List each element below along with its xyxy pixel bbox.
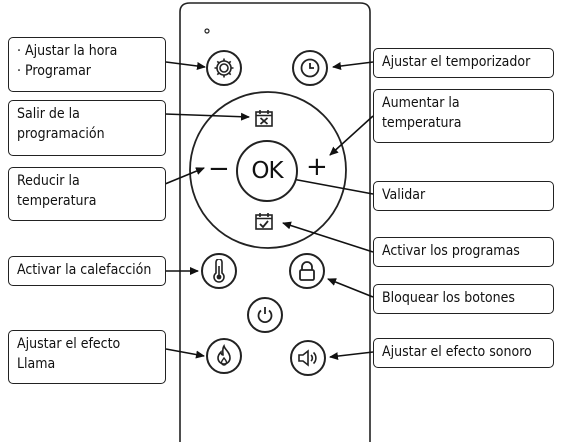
thermometer-icon [213,259,225,283]
heating-button[interactable] [201,253,237,289]
speaker-icon [298,349,317,367]
callout-flame: Ajustar el efecto Llama [8,330,166,384]
callout-temp-up: Aumentar la temperatura [373,89,554,143]
clock-icon [300,58,320,78]
callout-exit-program: Salir de la programación [8,100,166,156]
arrow-validate [286,175,374,195]
calendar-x-icon [255,110,273,127]
arrow-flame [165,348,205,359]
callout-temp-up-line2: temperatura [382,115,462,131]
ok-button[interactable]: OK [236,140,298,202]
lock-icon [299,261,315,281]
calendar-check-icon [255,213,273,230]
callout-settings: · Ajustar la hora · Programar [8,37,166,92]
arrow-temp-up [329,115,374,156]
callout-flame-line2: Llama [17,356,56,372]
callout-temp-down-line1: Reducir la [17,173,80,189]
callout-exit-program-line2: programación [17,126,105,142]
exit-program-button[interactable] [252,106,276,130]
callout-temp-up-line1: Aumentar la [382,95,460,111]
arrow-sound [329,351,374,361]
callout-validate: Validar [373,181,554,211]
power-button[interactable] [247,297,283,333]
flame-button[interactable] [206,338,242,374]
callout-heating: Activar la calefacción [8,256,166,286]
callout-activate-programs: Activar los programas [373,237,554,267]
settings-button[interactable] [206,50,242,86]
callout-flame-line1: Ajustar el efecto [17,336,121,352]
callout-settings-line1: · Ajustar la hora [17,43,118,59]
arrow-settings [165,61,206,70]
callout-timer-text: Ajustar el temporizador [382,54,531,70]
indicator-light [204,28,210,34]
power-icon [257,307,273,324]
arrow-lock [327,278,374,298]
arrow-timer [332,61,374,70]
temp-down-button[interactable]: − [208,154,230,184]
activate-programs-button[interactable] [252,209,276,233]
callout-activate-programs-text: Activar los programas [382,243,520,259]
callout-exit-program-line1: Salir de la [17,106,80,122]
callout-lock: Bloquear los botones [373,284,554,314]
timer-button[interactable] [292,50,328,86]
callout-temp-down-line2: temperatura [17,193,97,209]
callout-lock-text: Bloquear los botones [382,290,515,306]
arrow-temp-down [164,167,205,185]
arrow-exit-program [164,112,250,121]
sound-button[interactable] [290,340,326,376]
callout-heating-text: Activar la calefacción [17,262,152,278]
callout-temp-down: Reducir la temperatura [8,167,166,221]
callout-validate-text: Validar [382,187,426,203]
flame-icon [217,344,231,366]
ok-label: OK [251,158,283,184]
arrow-activate-programs [282,221,374,253]
gear-icon [214,58,234,78]
callout-sound-text: Ajustar el efecto sonoro [382,344,532,360]
lock-button[interactable] [289,253,325,289]
temp-up-button[interactable]: + [306,152,328,182]
callout-timer: Ajustar el temporizador [373,48,554,78]
callout-settings-line2: · Programar [17,63,91,79]
callout-sound: Ajustar el efecto sonoro [373,338,554,368]
